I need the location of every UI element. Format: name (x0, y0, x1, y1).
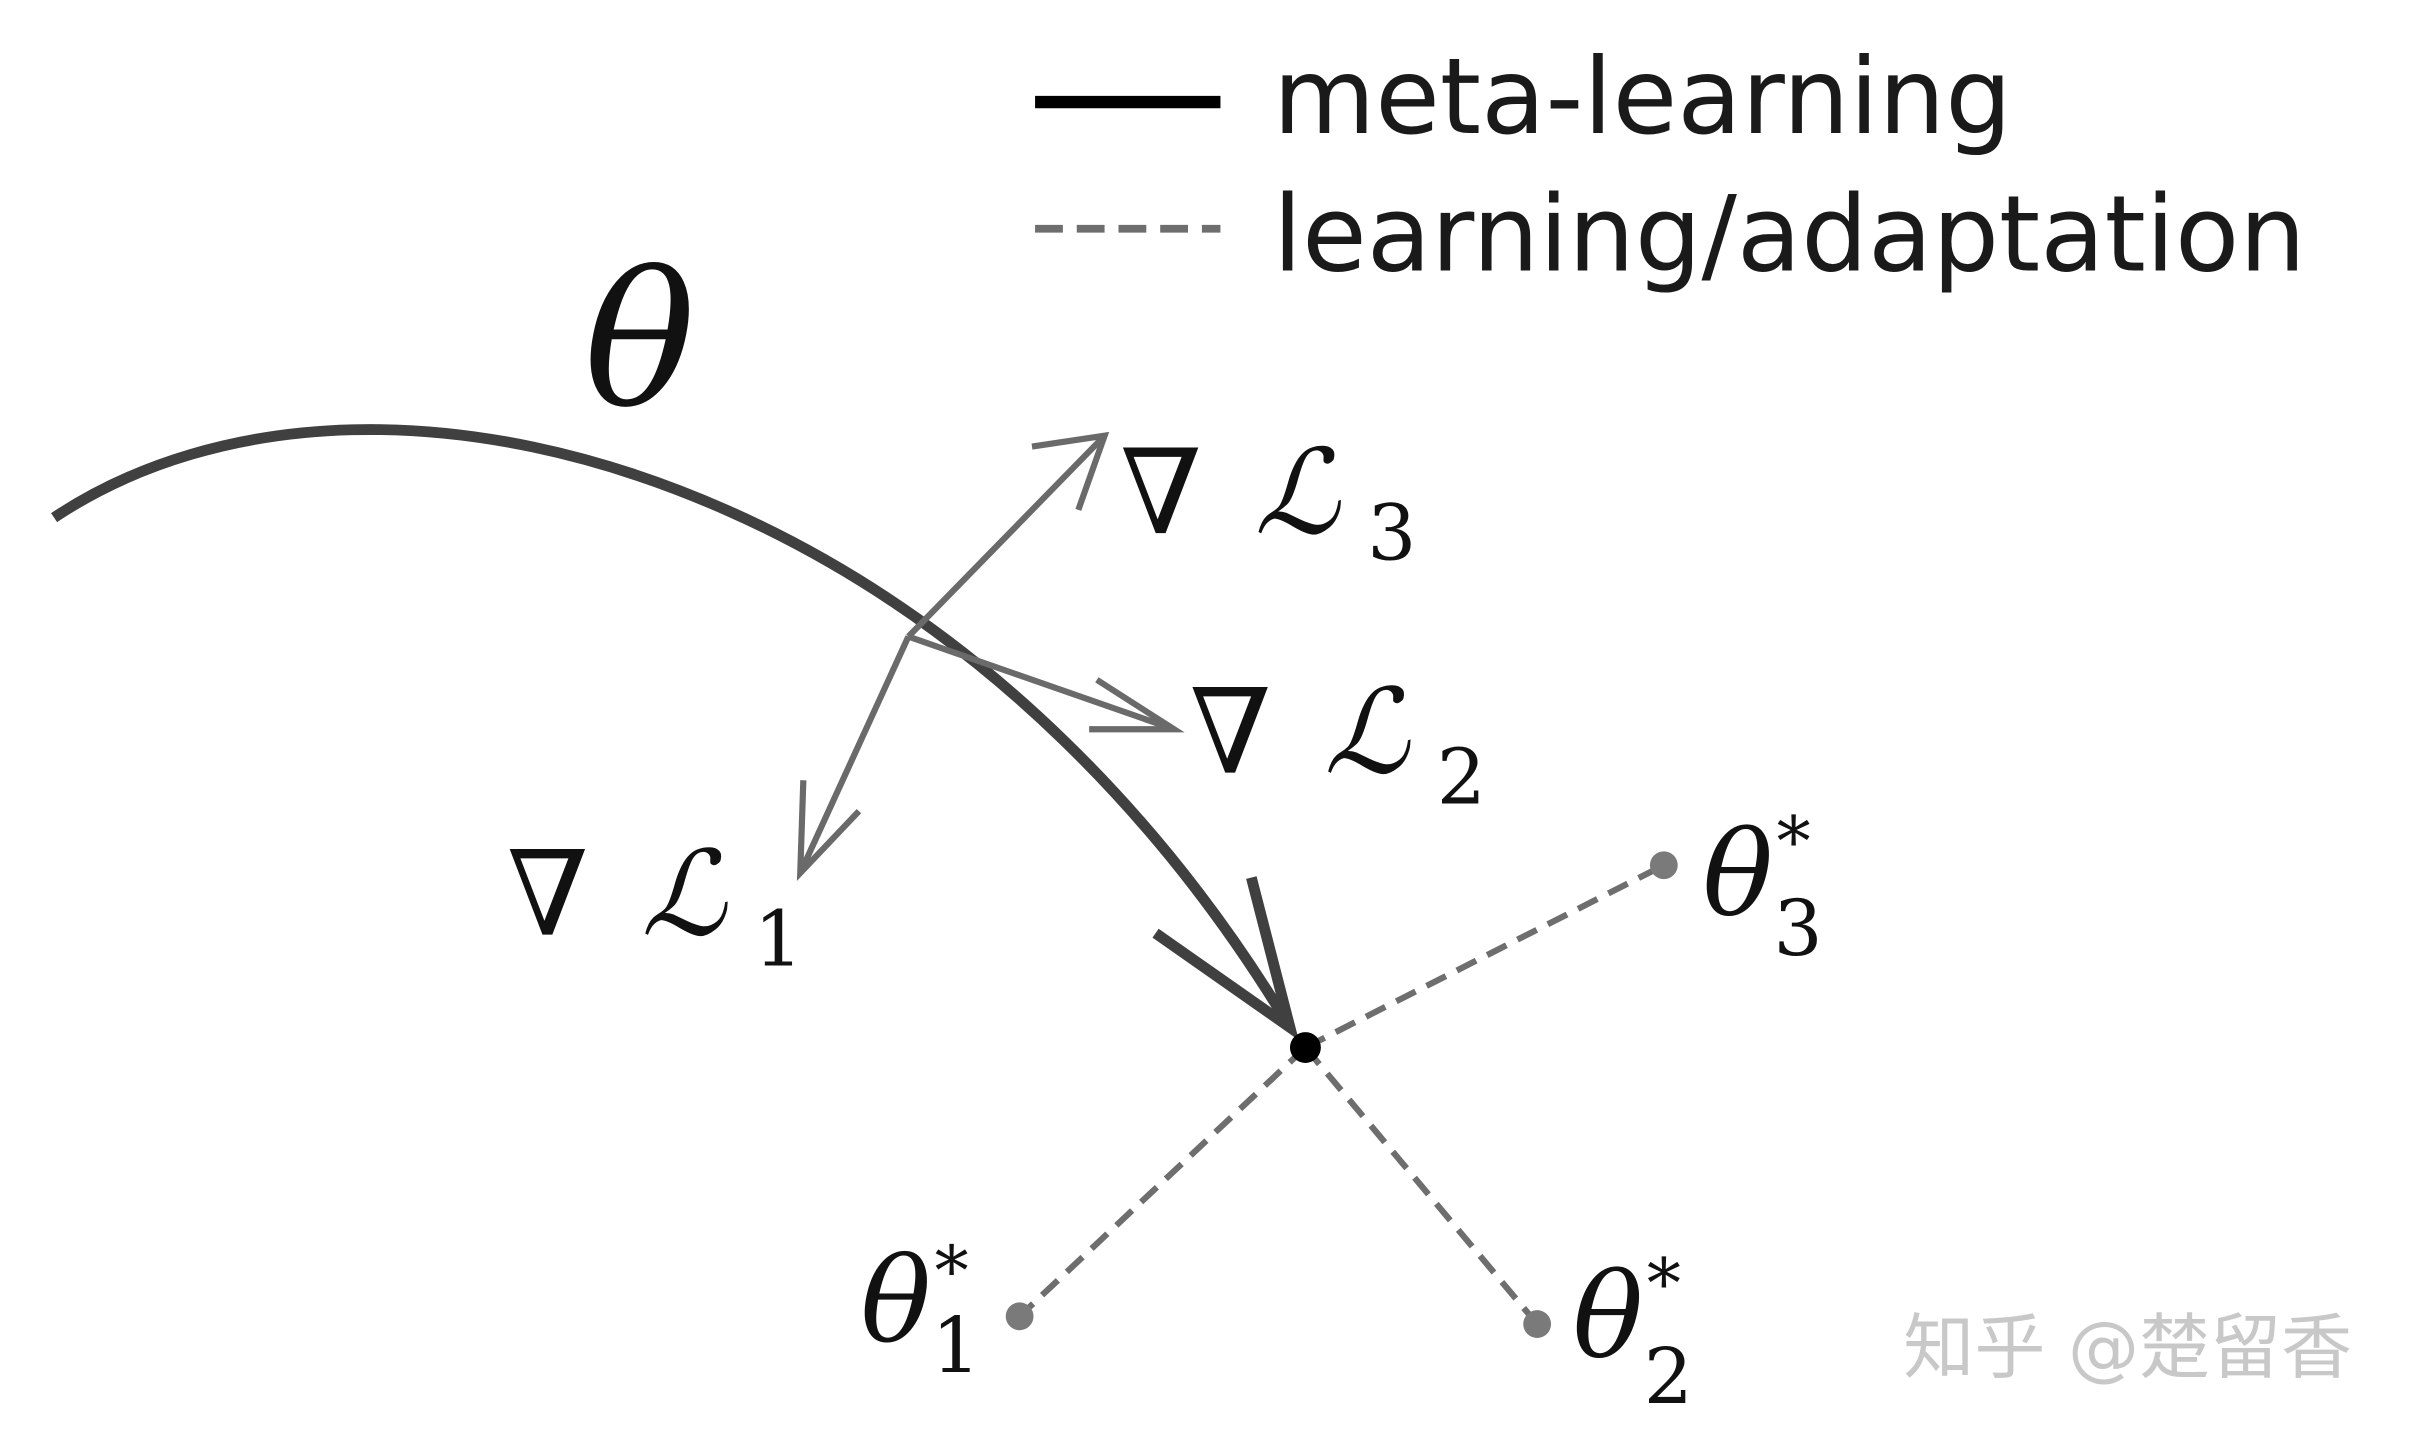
theta-label: θ (584, 233, 696, 449)
legend-label-learning-adaptation: learning/adaptation (1273, 172, 2306, 295)
grad-L3-arrow (906, 433, 1107, 639)
svg-text:θ: θ (1573, 1247, 1644, 1384)
svg-text:3: 3 (1367, 488, 1416, 578)
gradient-arrows (796, 431, 1185, 881)
grad-L2-label: ∇ ℒ 2 (1190, 664, 1486, 823)
legend-label-meta-learning: meta-learning (1273, 35, 2012, 158)
grad-L3-label: ∇ ℒ 3 (1120, 424, 1416, 578)
svg-text:∇: ∇ (507, 826, 589, 963)
grad-L1-label: ∇ ℒ 1 (507, 826, 803, 985)
svg-text:3: 3 (1774, 884, 1823, 974)
grad-L1-arrowhead (796, 780, 862, 881)
meta-path-arrowhead (1152, 876, 1299, 1041)
svg-text:*: * (1647, 1245, 1681, 1324)
grad-L1-arrow (797, 635, 912, 875)
adaptation-lines (1017, 862, 1666, 1327)
grad-L2-arrow (907, 633, 1176, 733)
grad-L3-arrowhead (1031, 431, 1110, 511)
svg-text:ℒ: ℒ (641, 826, 728, 963)
svg-text:*: * (935, 1233, 969, 1312)
svg-text:∇: ∇ (1190, 664, 1272, 801)
svg-text:2: 2 (1644, 1332, 1693, 1422)
theta-star-1-label: θ * 1 (860, 1232, 980, 1391)
theta-star-2-point (1523, 1310, 1552, 1338)
watermark: 知乎 @楚留香 (1903, 1306, 2352, 1389)
svg-text:ℒ: ℒ (1254, 424, 1341, 561)
svg-text:θ: θ (860, 1232, 931, 1369)
grad-L2-arrowhead (1089, 677, 1185, 733)
svg-text:*: * (1777, 803, 1811, 882)
theta-star-2-label: θ * 2 (1573, 1245, 1693, 1422)
svg-text:θ: θ (1702, 806, 1773, 943)
meta-parameter-point (1289, 1032, 1321, 1063)
svg-text:1: 1 (932, 1301, 981, 1391)
svg-text:1: 1 (754, 895, 803, 985)
svg-text:∇: ∇ (1120, 424, 1202, 561)
theta-star-3-point (1649, 851, 1678, 880)
adaptation-line-1 (1017, 1045, 1308, 1319)
theta-star-3-label: θ * 3 (1702, 803, 1822, 974)
svg-text:2: 2 (1437, 732, 1486, 822)
svg-text:ℒ: ℒ (1324, 664, 1411, 801)
meta-learning-path (51, 424, 1295, 1031)
adaptation-line-3 (1304, 862, 1666, 1051)
theta-star-1-point (1005, 1302, 1034, 1331)
adaptation-line-2 (1303, 1045, 1540, 1327)
legend: meta-learning learning/adaptation (1035, 35, 2306, 295)
